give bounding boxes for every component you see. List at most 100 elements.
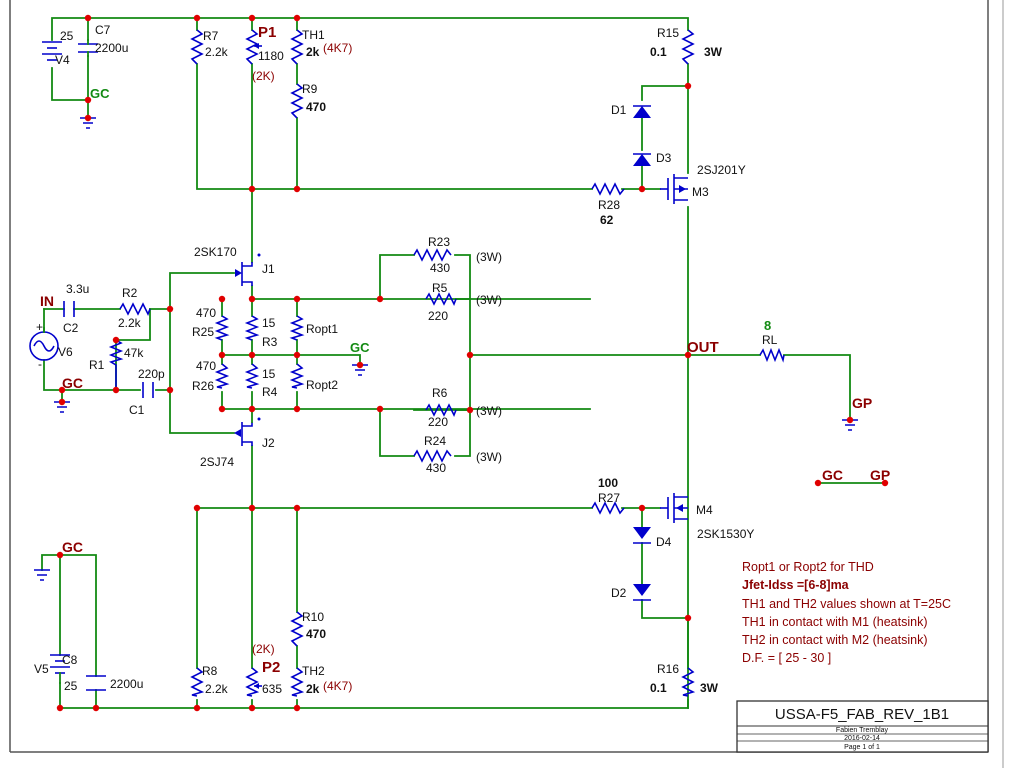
d1-d3-diodes <box>633 105 651 166</box>
junction-dot <box>193 504 201 512</box>
junction-dot <box>218 351 226 359</box>
r8-value: 2.2k <box>205 682 229 696</box>
junction-dot <box>814 479 822 487</box>
r24-name: R24 <box>424 434 446 448</box>
gc-left-label: GC <box>62 375 83 391</box>
j2-part: 2SJ74 <box>200 455 234 469</box>
d3-name: D3 <box>656 151 672 165</box>
junction-dot <box>684 82 692 90</box>
r6-power: (3W) <box>476 404 502 418</box>
junction-dot <box>112 336 120 344</box>
junction-dot <box>193 704 201 712</box>
junction-dot <box>846 416 854 424</box>
junction-dot <box>218 405 226 413</box>
r6-value: 220 <box>428 415 448 429</box>
r6-name: R6 <box>432 386 448 400</box>
junction-dot <box>58 398 66 406</box>
p1-value: 1180 <box>258 49 284 63</box>
junction-dot <box>293 295 301 303</box>
r23-name: R23 <box>428 235 450 249</box>
r10-value: 470 <box>306 627 326 641</box>
junction-dot <box>92 704 100 712</box>
v6-ac-source-symbol <box>29 308 59 361</box>
r16-power: 3W <box>700 681 719 695</box>
r16-value: 0.1 <box>650 681 667 695</box>
title-block: USSA-F5_FAB_REV_1B1 Fabien Tremblay 2016… <box>736 700 989 753</box>
junction-dot <box>356 361 364 369</box>
note-th-temp: TH1 and TH2 values shown at T=25C <box>742 597 951 611</box>
ropt2-label: Ropt2 <box>306 378 338 392</box>
junction-dot <box>56 704 64 712</box>
v6-minus: - <box>38 357 42 371</box>
r28-value: 62 <box>600 213 614 227</box>
v4-value: 25 <box>60 29 74 43</box>
c8-value: 2200u <box>110 677 143 691</box>
junction-dot <box>84 114 92 122</box>
gc-legend-label: GC <box>822 467 843 483</box>
v4-name: V4 <box>55 53 70 67</box>
junction-dot <box>466 406 474 414</box>
th1-alt: (4K7) <box>323 41 352 55</box>
components <box>29 29 858 697</box>
junction-dot <box>248 405 256 413</box>
title-block-title: USSA-F5_FAB_REV_1B1 <box>775 706 949 723</box>
j1-part: 2SK170 <box>194 245 237 259</box>
r16-name: R16 <box>657 662 679 676</box>
junction-dot <box>56 551 64 559</box>
th2-name: TH2 <box>302 664 325 678</box>
r5-name: R5 <box>432 281 448 295</box>
horizontal-resistors <box>119 182 785 515</box>
junction-dot <box>166 386 174 394</box>
c8-name: C8 <box>62 653 78 667</box>
junction-dot <box>248 14 256 22</box>
m4-mosfet-symbol <box>660 493 688 523</box>
v5-value: 25 <box>64 679 78 693</box>
junction-dot <box>293 185 301 193</box>
in-label: IN <box>40 293 54 309</box>
r15-name: R15 <box>657 26 679 40</box>
c2-name: C2 <box>63 321 79 335</box>
title-block-author: Fabien Tremblay <box>836 727 889 734</box>
r2-value: 2.2k <box>118 316 142 330</box>
junction-dot <box>293 14 301 22</box>
junction-dot <box>293 351 301 359</box>
p2-alt: (2K) <box>252 642 275 656</box>
junction-dot <box>112 386 120 394</box>
r15-power: 3W <box>704 45 723 59</box>
junction-dot <box>466 351 474 359</box>
p1-name: P1 <box>258 24 276 41</box>
v5-c8-symbols <box>50 654 106 691</box>
j2-name: J2 <box>262 436 275 450</box>
m3-part: 2SJ201Y <box>697 163 746 177</box>
junction-dot <box>376 405 384 413</box>
r7-name: R7 <box>203 29 219 43</box>
junction-dot <box>248 185 256 193</box>
c1-value: 220p <box>138 367 165 381</box>
m3-name: M3 <box>692 185 709 199</box>
r10-name: R10 <box>302 610 324 624</box>
gc-bottom-label: GC <box>62 539 83 555</box>
c7-capacitor-symbol <box>78 39 98 57</box>
title-block-date: 2016-02-14 <box>844 735 880 742</box>
note-th2: TH2 in contact with M2 (heatsink) <box>742 633 928 647</box>
p2-name: P2 <box>262 659 280 676</box>
d4-d2-diodes <box>633 527 651 601</box>
junction-dot <box>218 295 226 303</box>
r3-name: R3 <box>262 335 278 349</box>
r9-name: R9 <box>302 82 318 96</box>
title-block-page: Page 1 of 1 <box>844 744 880 751</box>
junction-dot <box>193 14 201 22</box>
ropt1-label: Ropt1 <box>306 322 338 336</box>
r26-name: R26 <box>192 379 214 393</box>
junction-dots <box>56 14 889 712</box>
note-idss: Jfet-Idss =[6-8]ma <box>742 578 850 592</box>
j1-jfet-symbol <box>235 253 261 286</box>
r5-power: (3W) <box>476 293 502 307</box>
rl-value: 8 <box>764 318 771 333</box>
junction-dot <box>293 504 301 512</box>
v5-name: V5 <box>34 662 49 676</box>
junction-dot <box>248 504 256 512</box>
r25-name: R25 <box>192 325 214 339</box>
labels: 25 V4 C7 2200u GC R7 2.2k P1 1180 (2K) T… <box>34 23 890 696</box>
